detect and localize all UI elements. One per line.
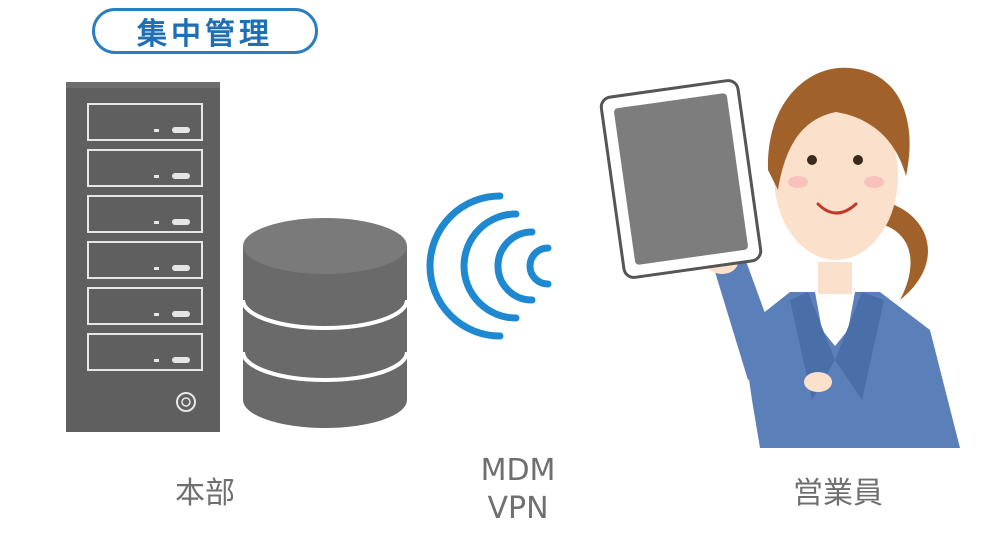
wireless-signal-icon [426, 192, 552, 340]
saleswoman-with-tablet-icon [706, 67, 960, 448]
connection-label: MDM VPN [448, 452, 588, 528]
database-cylinder-icon [241, 218, 409, 428]
connection-label-vpn: VPN [487, 491, 549, 526]
central-management-badge: 集中管理 [92, 8, 318, 54]
connection-label-mdm: MDM [480, 453, 556, 488]
power-button-icon [176, 392, 196, 412]
headquarters-label: 本部 [175, 476, 235, 511]
sales-staff-label: 営業員 [793, 476, 883, 511]
server-drive-bays [87, 103, 203, 371]
server-tower-icon [66, 82, 220, 432]
tablet-device-icon [599, 79, 763, 279]
